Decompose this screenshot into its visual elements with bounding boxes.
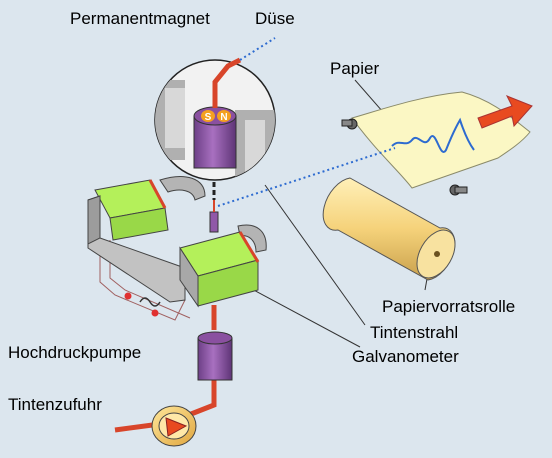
label-papiervorratsrolle: Papiervorratsrolle [382, 297, 515, 316]
paper-roll-hub [434, 251, 440, 257]
paper-axle-right-pin [455, 187, 467, 193]
paper-axle-left-pin [342, 120, 352, 126]
label-duese: Düse [255, 9, 295, 28]
high-pressure-pump-top [198, 332, 232, 344]
nozzle [210, 212, 218, 232]
yoke-end [88, 196, 100, 244]
label-papier: Papier [330, 59, 379, 78]
pole-s-label: S [205, 112, 212, 123]
terminal-right [152, 310, 159, 317]
label-tintenzufuhr: Tintenzufuhr [8, 395, 102, 414]
label-galvanometer: Galvanometer [352, 347, 459, 366]
magnifier-yoke-left-face [165, 88, 185, 148]
label-permanentmagnet: Permanentmagnet [70, 9, 210, 28]
terminal-left [125, 293, 132, 300]
label-hochdruckpumpe: Hochdruckpumpe [8, 343, 141, 362]
pole-n-label: N [220, 112, 227, 123]
label-tintenstrahl: Tintenstrahl [370, 323, 458, 342]
